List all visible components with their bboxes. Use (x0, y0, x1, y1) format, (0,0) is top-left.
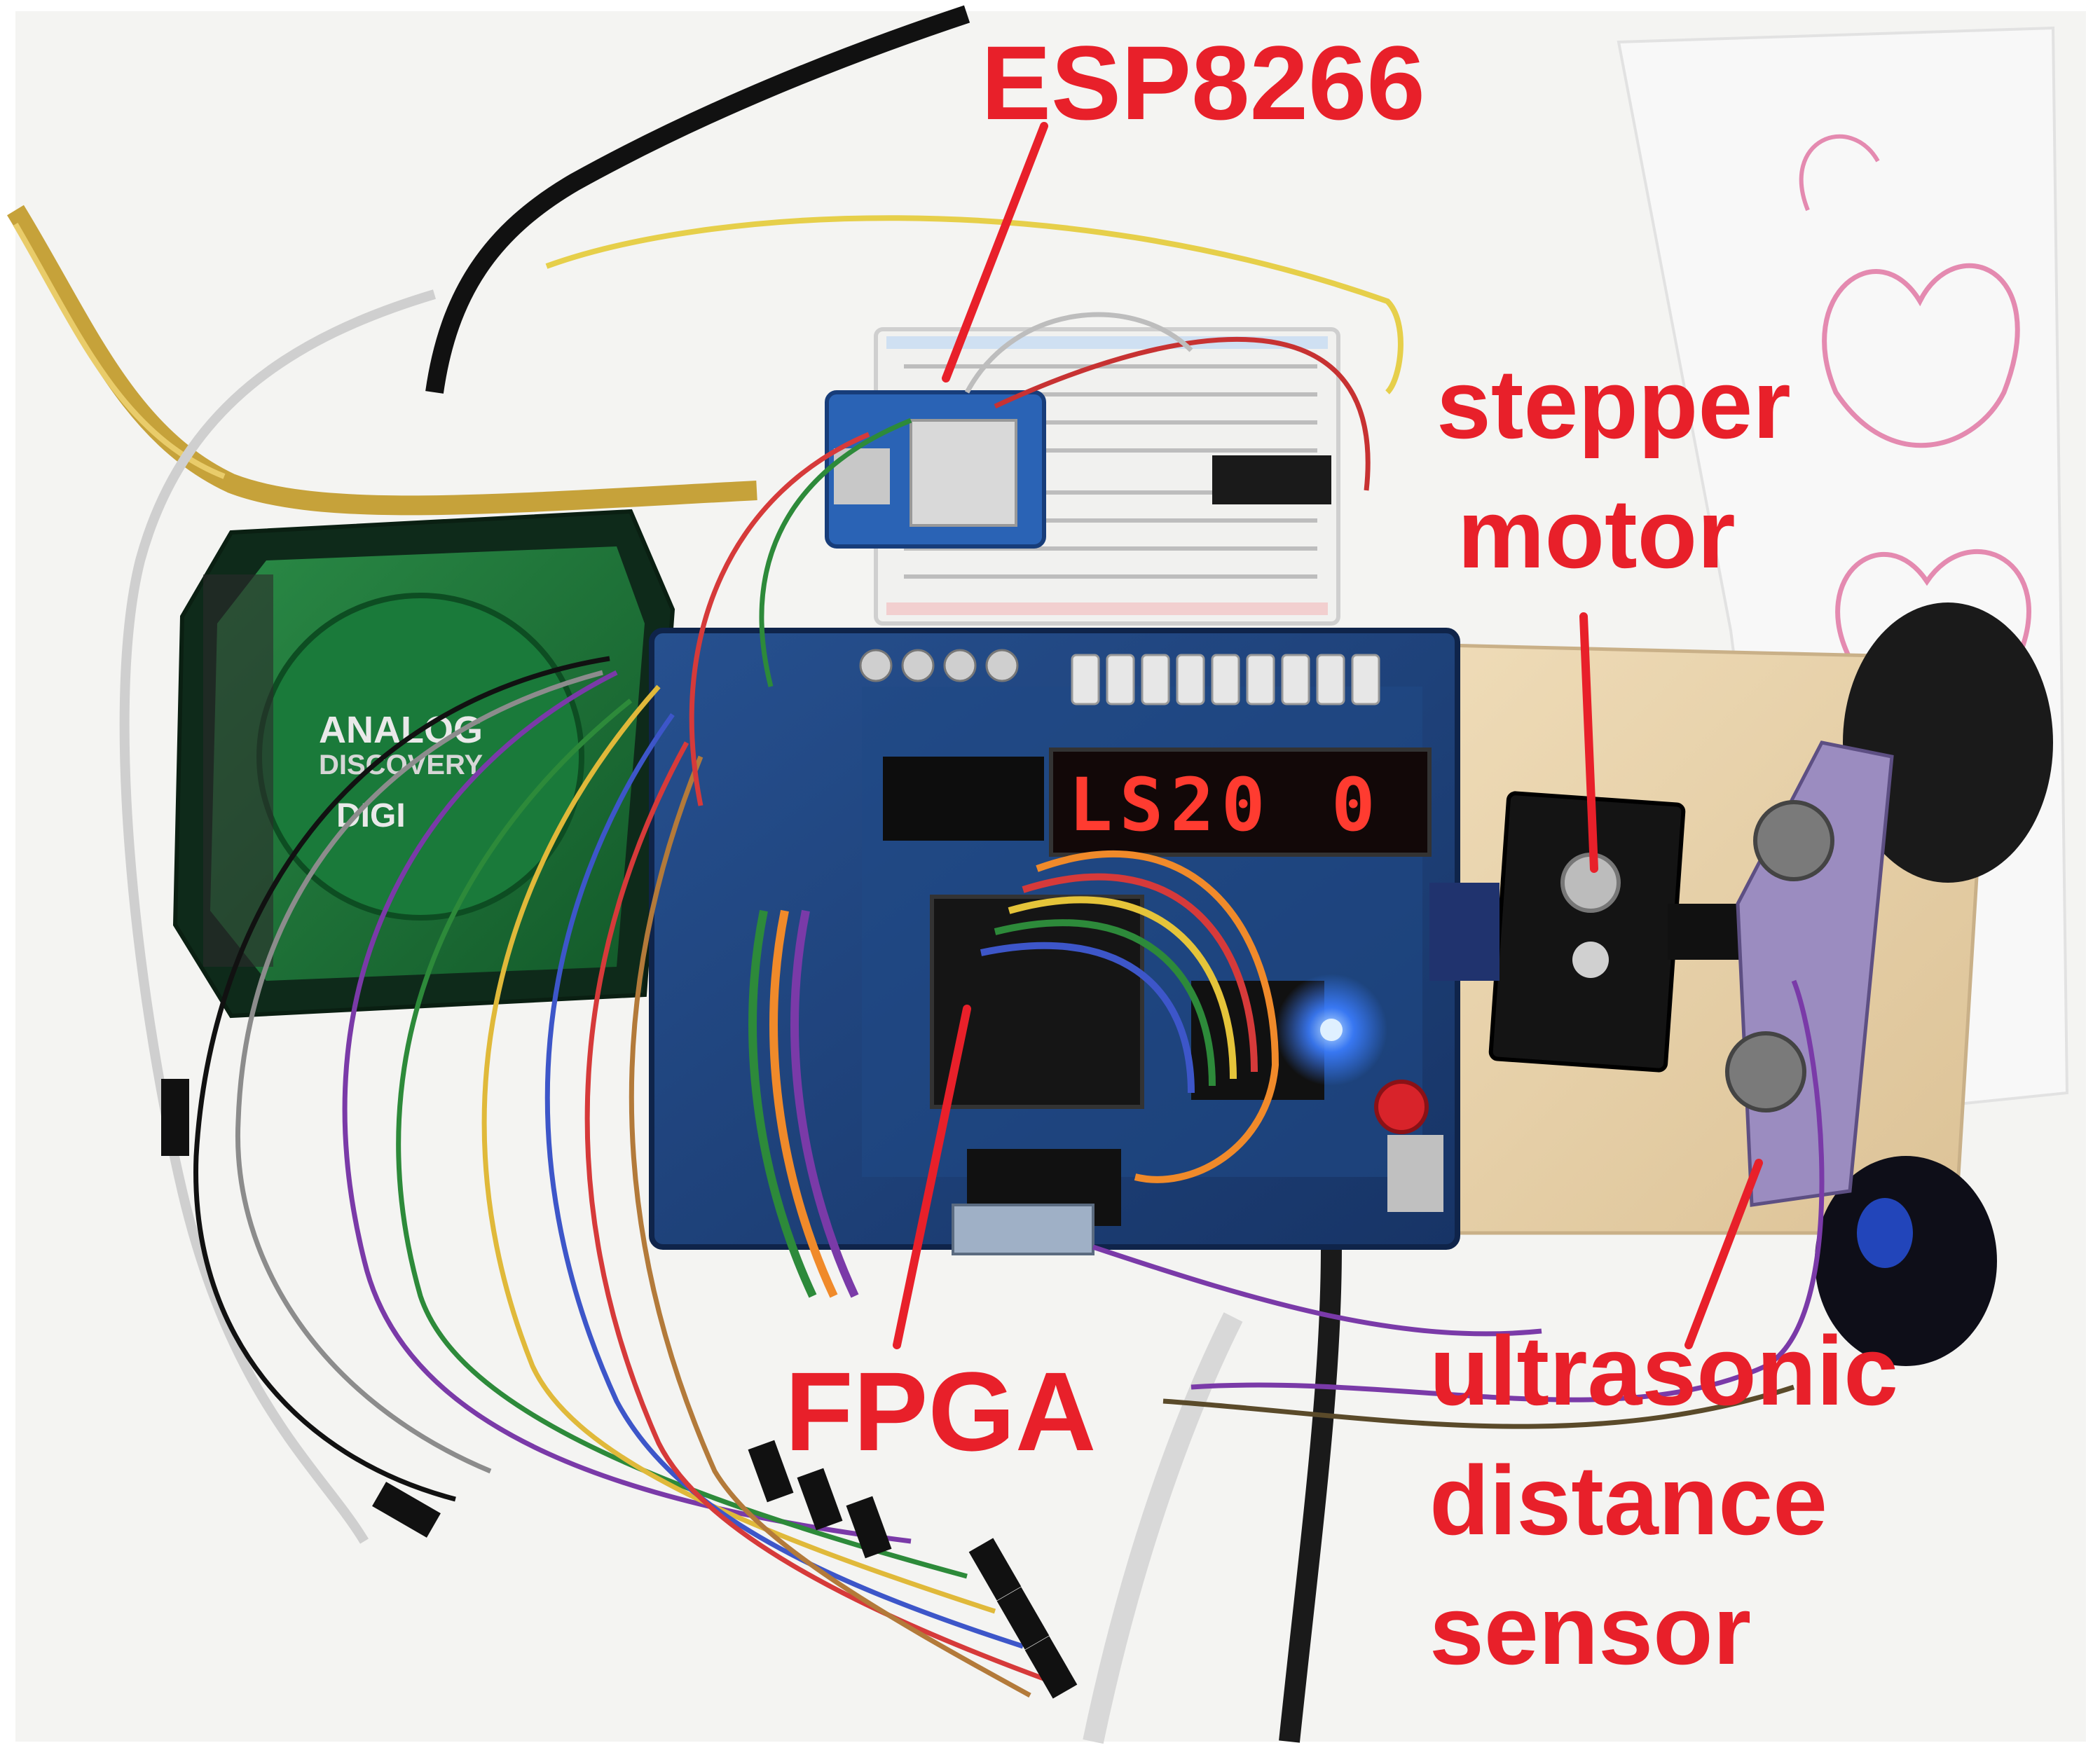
breadboard-holes (904, 364, 1317, 579)
jumper-wires (193, 312, 1825, 1698)
power-jack (1387, 1135, 1443, 1212)
ultrasonic-sensor (1725, 602, 2053, 1366)
vga-port (952, 1204, 1094, 1255)
label-sensor-line3: sensor (1429, 1575, 1751, 1685)
heart-doodle (1822, 263, 2020, 448)
breadboard-rail (886, 602, 1328, 615)
black-usb-cable (425, 5, 970, 394)
black-power-cable (1279, 1246, 1342, 1743)
esp8266-chip-shield (910, 419, 1017, 527)
digilent-logo-text: DIGI (336, 797, 406, 834)
oled-window (883, 757, 1044, 841)
label-esp8266: ESP8266 (981, 24, 1425, 142)
seven-segment-text-right: 0 (1331, 762, 1375, 848)
blue-led (1320, 1019, 1343, 1041)
doodle-stroke (1799, 134, 1880, 212)
seven-segment-text-left: LS20 (1069, 762, 1272, 848)
seven-segment-display (1049, 747, 1432, 857)
fpga-chip (930, 895, 1144, 1109)
fpga-board (649, 628, 1460, 1255)
white-cable (119, 289, 437, 1544)
gold-cable (7, 205, 757, 516)
analog-discovery-label-line2: DISCOVERY (319, 750, 483, 780)
label-stepper-line2: motor (1457, 478, 1736, 588)
push-buttons (859, 649, 1019, 682)
yellow-jumper (545, 215, 1404, 394)
red-reset-button (1374, 1080, 1429, 1134)
white-usb-cable (1083, 1312, 1243, 1744)
jumper-connectors (161, 1079, 1078, 1699)
slide-switches (1071, 654, 1380, 705)
label-sensor-line2: distance (1429, 1445, 1827, 1555)
driver-ic (1212, 455, 1331, 504)
motor-body (1429, 883, 1499, 981)
annotation-pointers (893, 122, 1763, 1349)
label-sensor-line1: ultrasonic (1429, 1316, 1898, 1426)
label-fpga: FPGA (785, 1349, 1096, 1474)
label-stepper-line1: stepper (1436, 349, 1791, 459)
